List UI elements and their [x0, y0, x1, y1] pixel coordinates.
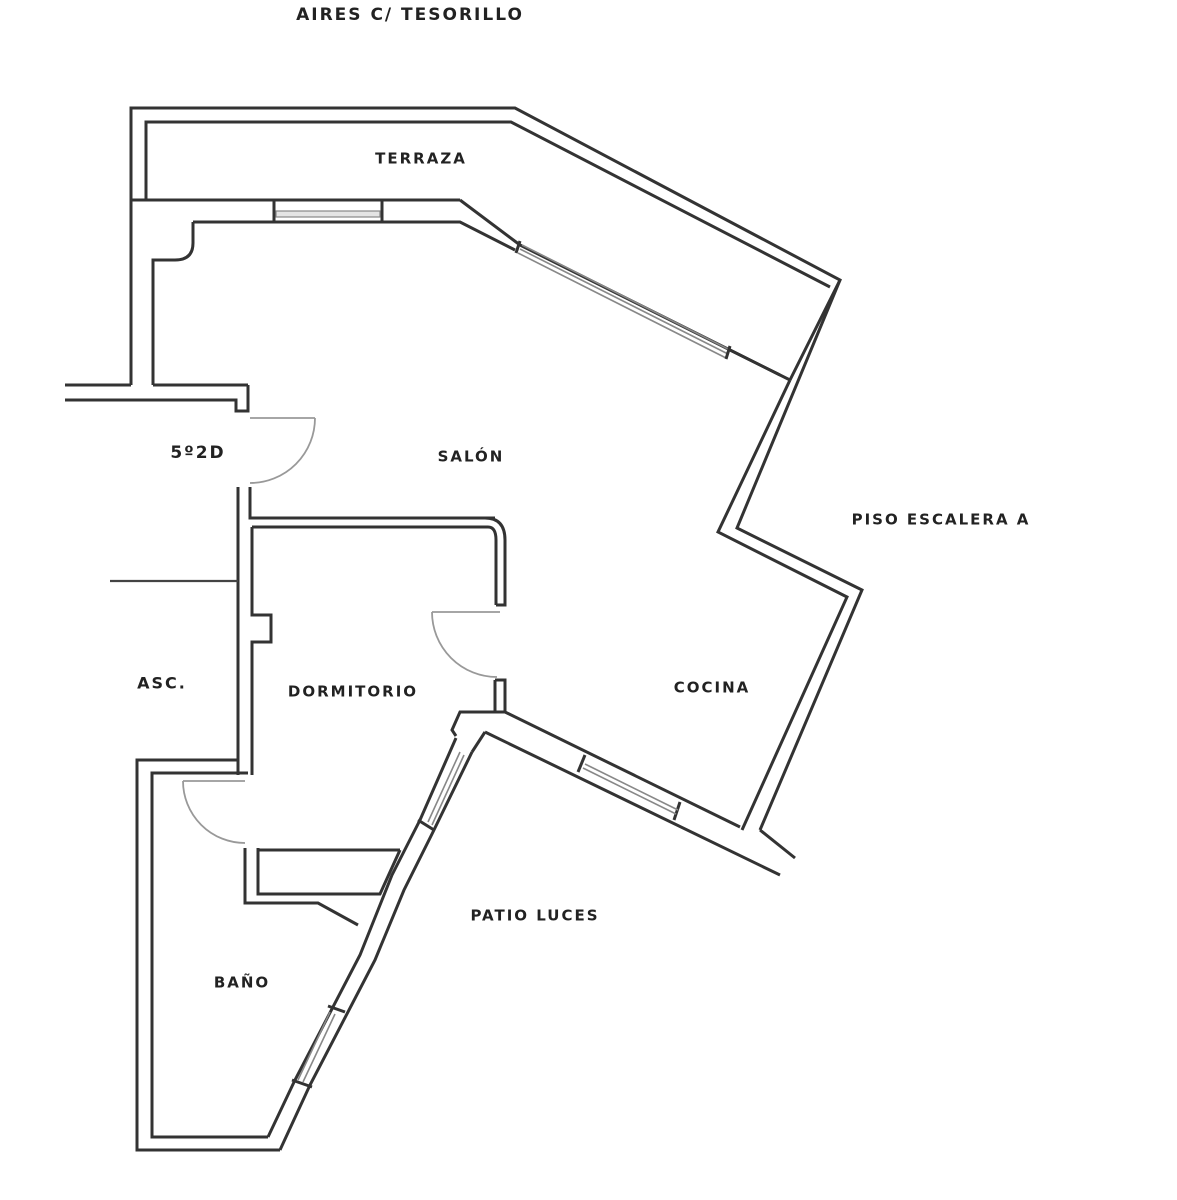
- cocina-walls: [470, 710, 796, 877]
- label-ascensor: ASC.: [137, 674, 187, 693]
- terraza-walls: [129, 106, 842, 385]
- label-neighbor: PISO ESCALERA A: [852, 511, 1031, 529]
- entry-walls: [65, 383, 495, 775]
- room-label-terraza: TERRAZA: [375, 150, 467, 168]
- dormitorio-door: [431, 611, 500, 678]
- patio-diagonal-wall: [266, 737, 474, 1151]
- right-exterior-walls: [716, 279, 864, 831]
- bano-door: [182, 780, 246, 844]
- label-patio: PATIO LUCES: [470, 907, 599, 925]
- room-label-salon: SALÓN: [438, 447, 505, 466]
- dormitorio-walls: [250, 516, 507, 775]
- bano-walls: [135, 758, 402, 1152]
- room-label-dormitorio: DORMITORIO: [288, 683, 418, 701]
- room-label-bano: BAÑO: [214, 973, 270, 992]
- label-unit: 5º2D: [170, 443, 225, 463]
- window-terraza-diagonal: [514, 240, 791, 382]
- window-terraza-top: [272, 200, 384, 222]
- salon-top-wall: [151, 220, 516, 385]
- entry-door: [249, 417, 316, 484]
- plan-title: AIRES C/ TESORILLO: [296, 5, 524, 25]
- room-label-cocina: COCINA: [674, 679, 751, 697]
